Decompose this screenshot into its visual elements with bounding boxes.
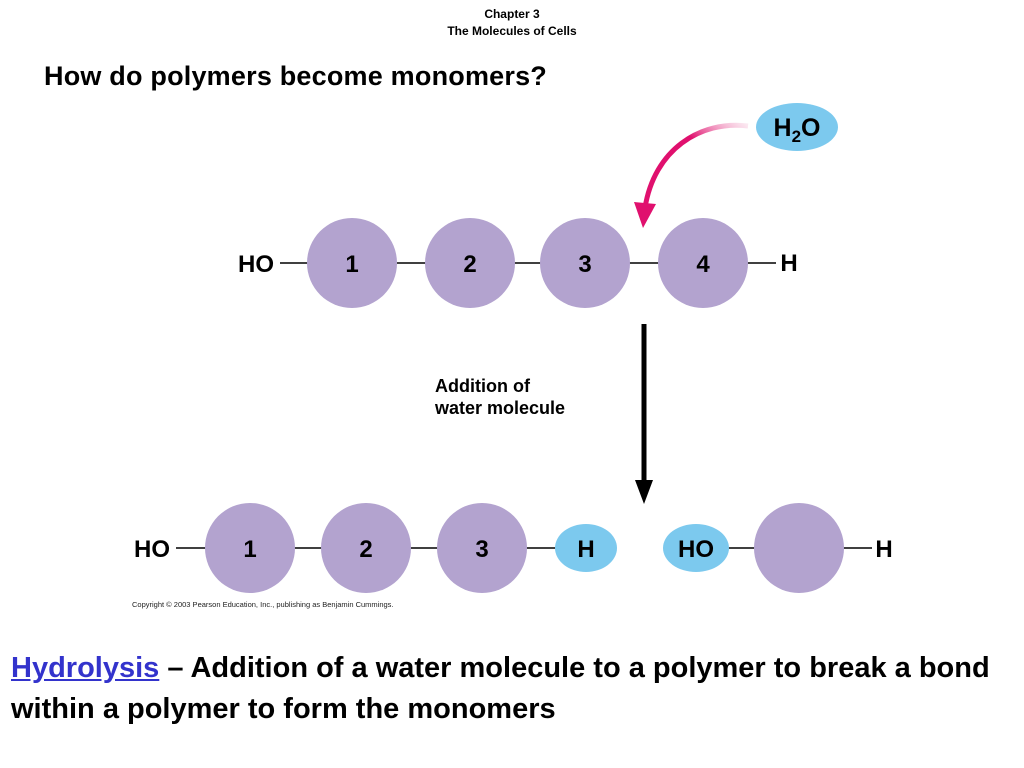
ho-cap: HO [663,524,729,572]
svg-text:H: H [577,536,594,563]
bottom-monomer-1: 1 [205,503,295,593]
svg-text:HO: HO [678,536,714,563]
hydrolysis-definition: Hydrolysis – Addition of a water molecul… [11,648,1016,730]
chapter-number: Chapter 3 [484,7,540,21]
top-monomer-1: 1 [307,218,397,308]
copyright-notice: Copyright © 2003 Pearson Education, Inc.… [132,600,394,609]
top-monomer-4: 4 [658,218,748,308]
chapter-header: Chapter 3 The Molecules of Cells [0,6,1024,40]
svg-text:3: 3 [475,536,488,563]
h-cap: H [555,524,617,572]
definition-text: – Addition of a water molecule to a poly… [11,652,990,725]
svg-text:1: 1 [243,536,256,563]
top-right-h: H [780,250,797,277]
svg-text:2: 2 [463,251,476,278]
water-molecule: H2O [756,103,838,151]
svg-text:4: 4 [696,251,710,278]
top-monomer-2: 2 [425,218,515,308]
hydrolysis-link[interactable]: Hydrolysis [11,652,160,684]
top-left-ho: HO [238,251,274,278]
svg-text:H2O: H2O [774,114,821,146]
svg-text:1: 1 [345,251,358,278]
slide-title: How do polymers become monomers? [44,61,547,91]
bottom-monomer-3: 3 [437,503,527,593]
top-polymer-chain: HO 1 2 3 4 H [238,218,798,308]
bottom-monomer-2: 2 [321,503,411,593]
free-monomer [754,503,844,593]
top-monomer-3: 3 [540,218,630,308]
released-monomer: HO H [663,503,893,593]
bottom-left-ho: HO [134,536,170,563]
reaction-arrow [635,324,653,504]
bottom-polymer-chain: HO 1 2 3 H [134,503,617,593]
bottom-right-h: H [875,536,892,563]
svg-text:2: 2 [359,536,372,563]
svg-text:3: 3 [578,251,591,278]
water-insertion-arrow [634,122,749,228]
arrow-label: Addition of water molecule [434,376,565,418]
chapter-subtitle: The Molecules of Cells [447,24,577,38]
